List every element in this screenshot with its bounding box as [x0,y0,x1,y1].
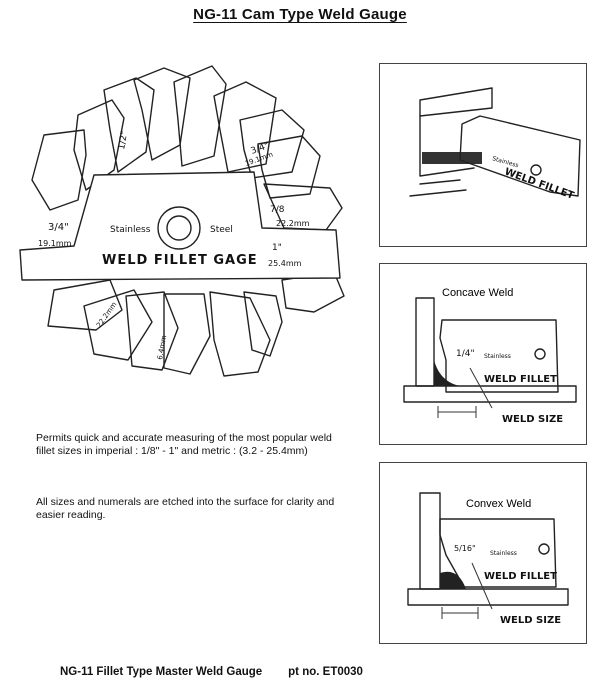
convex-weld-size: WELD SIZE [500,615,561,626]
panel-gauge-edge: Stainless WELD FILLET [379,63,587,247]
panel-top-small-text: Stainless [491,155,519,169]
description-paragraph-2: All sizes and numerals are etched into t… [36,496,335,521]
gauge-label-steel: Steel [210,225,233,235]
gauge-size-34-mm: 19.1mm [38,239,72,248]
gauge-size-12: 1/2" [117,130,130,150]
convex-caption: Convex Weld [466,498,531,510]
concave-size-label: 1/4" [456,349,475,359]
concave-small-text: Stainless [484,353,511,360]
gauge-label-main: WELD FILLET GAGE [102,253,258,268]
gauge-size-78-mm: 22.2mm [276,219,310,228]
description-paragraph-1: Permits quick and accurate measuring of … [36,432,332,457]
concave-gauge-text: WELD FILLET [484,374,557,385]
concave-weld-size: WELD SIZE [502,414,563,425]
cam-gauge-illustration: Stainless Steel WELD FILLET GAGE 3/4" 19… [19,65,345,377]
gauge-size-1-mm: 25.4mm [268,259,302,268]
panel-top-gauge-text: WELD FILLET [503,166,575,201]
convex-small-text: Stainless [490,550,517,557]
convex-size-label: 5/16" [454,544,476,553]
gauge-label-stainless: Stainless [110,225,151,235]
gauge-size-78: 7/8 [270,205,285,215]
panel-convex-weld: Convex Weld 5/16" Stainless WELD FILLET … [379,462,587,644]
page-title: NG-11 Cam Type Weld Gauge [193,6,407,23]
concave-caption: Concave Weld [442,287,513,299]
gauge-size-34: 3/4" [48,222,69,233]
panel-concave-weld: Concave Weld 1/4" Stainless WELD FILLET … [379,263,587,445]
convex-gauge-text: WELD FILLET [484,571,557,582]
footer-part-number: pt no. ET0030 [288,666,363,678]
gauge-size-1: 1" [272,243,282,253]
footer-product-name: NG-11 Fillet Type Master Weld Gauge [60,666,263,678]
footer: NG-11 Fillet Type Master Weld Gauge pt no… [60,666,363,678]
